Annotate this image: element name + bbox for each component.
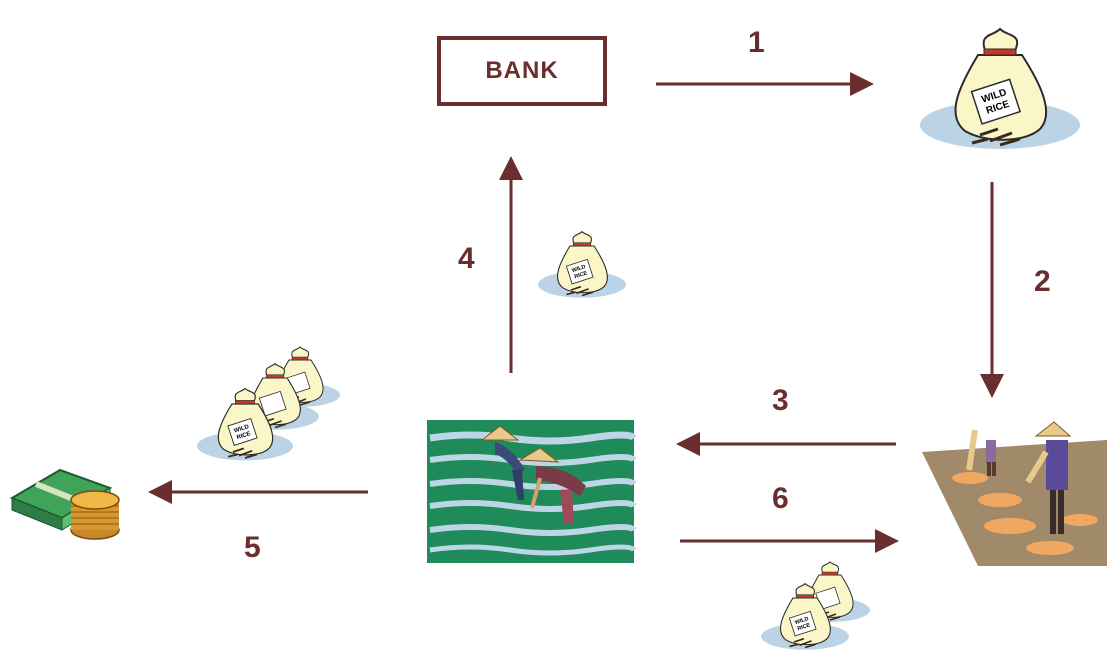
svg-text:RICE: RICE <box>797 622 812 632</box>
svg-text:WILD: WILD <box>794 616 809 626</box>
svg-text:WILD: WILD <box>571 264 586 274</box>
step-number-5: 5 <box>244 531 261 564</box>
step-number-1: 1 <box>748 26 765 59</box>
rice-field-workers-illustration <box>427 420 637 563</box>
money-stack-icon <box>9 468 120 540</box>
step-number-6: 6 <box>772 482 789 515</box>
rice-sacks-group: WILD RICE <box>196 346 341 462</box>
rice-drying-illustration <box>922 421 1107 566</box>
bank-label: BANK <box>485 57 559 84</box>
rice-sack-icon: WILD RICE <box>537 230 627 299</box>
svg-text:WILD: WILD <box>233 424 250 435</box>
step-number-2: 2 <box>1034 265 1051 298</box>
svg-text:RICE: RICE <box>574 270 589 280</box>
step-number-3: 3 <box>772 384 789 417</box>
rice-sack-icon: WILD RICE <box>196 387 294 462</box>
rice-sacks-group: WILD RICE <box>760 561 871 651</box>
rice-sack-icon: WILD RICE <box>760 582 850 651</box>
rice-sack-icon: WILD RICE <box>918 27 1082 151</box>
bank-box: BANK <box>437 36 607 106</box>
svg-text:RICE: RICE <box>236 431 251 441</box>
step-number-4: 4 <box>458 242 475 275</box>
